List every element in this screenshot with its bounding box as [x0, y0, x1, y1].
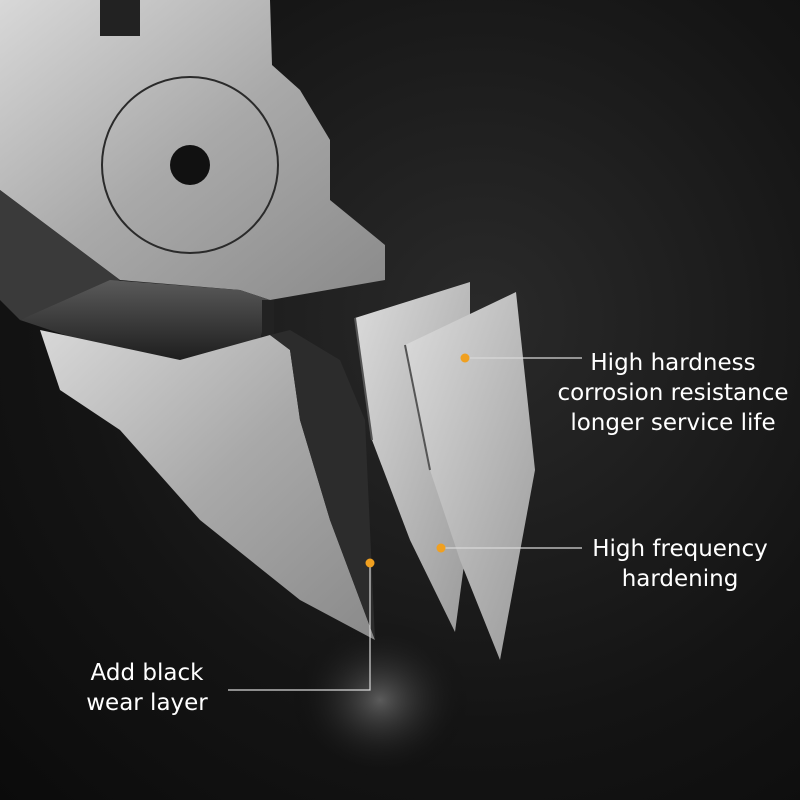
callout-high-hardness: High hardness corrosion resistance longe… [548, 348, 798, 438]
dot-frequency [436, 543, 446, 553]
pliers-head [0, 0, 385, 360]
callout-line: wear layer [86, 690, 208, 716]
callout-high-frequency: High frequency hardening [560, 534, 800, 594]
pivot-plate [101, 76, 279, 254]
connector-wear [228, 563, 371, 691]
dot-wear [365, 558, 375, 568]
floor-reflection [290, 620, 470, 780]
callout-black-wear-layer: Add black wear layer [62, 658, 232, 718]
callout-dots [365, 353, 470, 568]
callout-line: hardening [621, 566, 739, 592]
callout-line: corrosion resistance [557, 380, 789, 406]
callout-line: Add black [90, 660, 204, 686]
callout-line: High hardness [590, 350, 756, 376]
cutting-blade-outer [405, 292, 535, 660]
dot-hardness [460, 353, 470, 363]
callout-line: longer service life [570, 410, 776, 436]
pivot-hole [170, 145, 210, 185]
callout-line: High frequency [592, 536, 768, 562]
callout-connectors [228, 357, 582, 691]
pliers-jaws [40, 282, 535, 660]
